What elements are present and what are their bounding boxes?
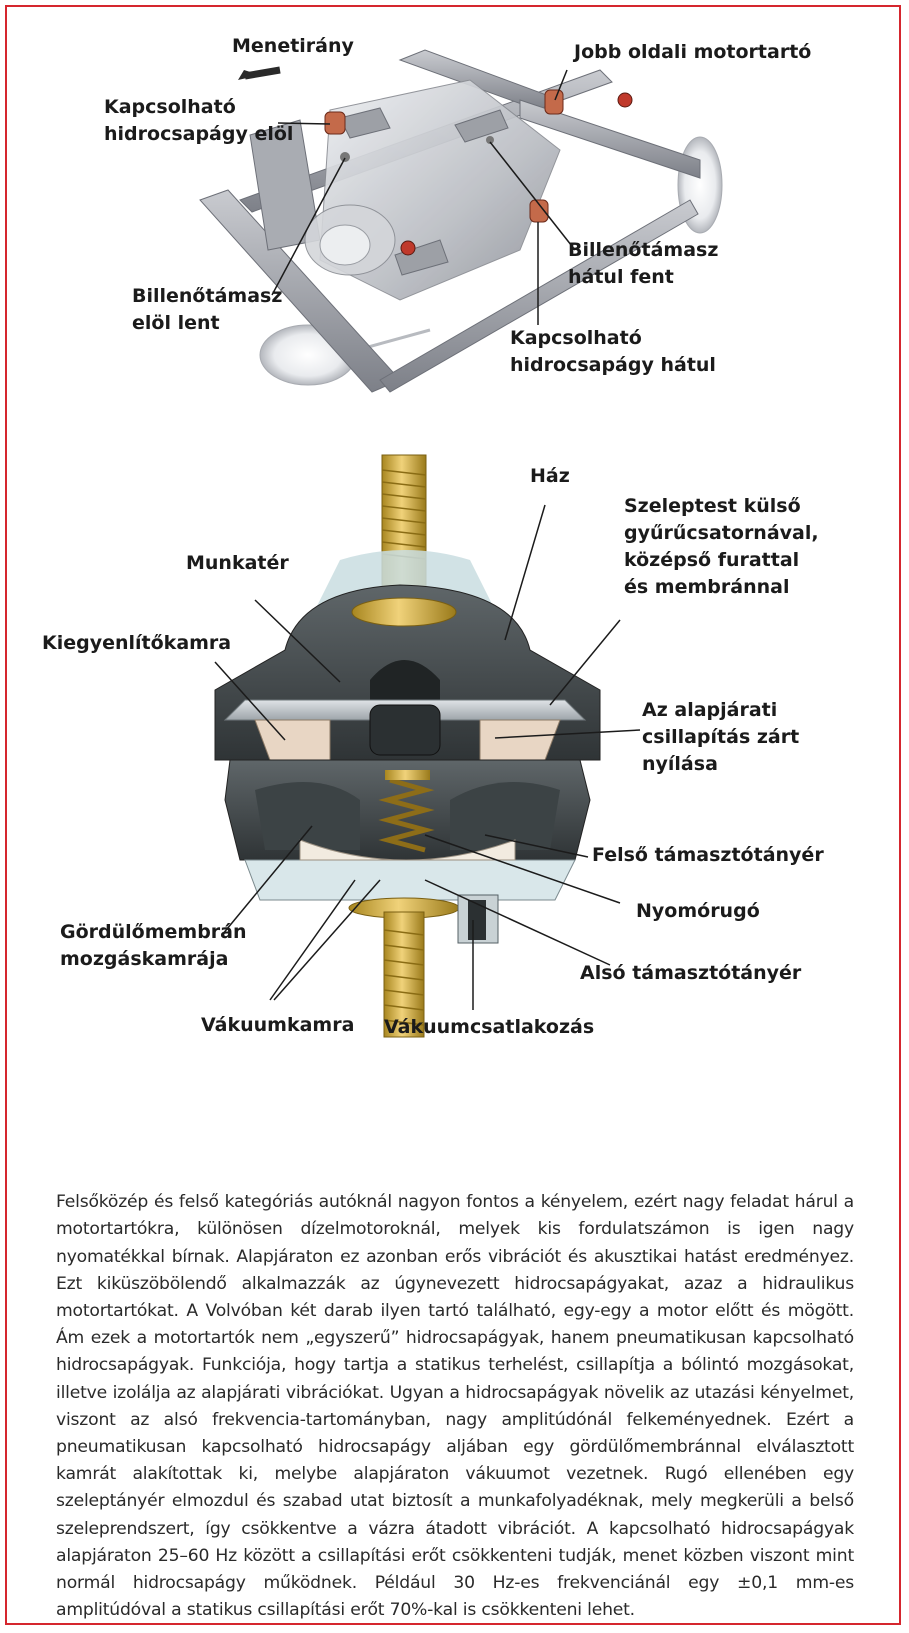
label-rolling-membrane-chamber: Gördülőmembrán mozgáskamrája: [60, 919, 247, 973]
label-idle-damping-opening: Az alapjárati csillapítás zárt nyílása: [642, 697, 799, 778]
label-right-engine-mount: Jobb oldali motortartó: [574, 39, 811, 66]
label-lower-support-plate: Alsó támasztótányér: [580, 960, 801, 987]
label-compensation-chamber: Kiegyenlítőkamra: [42, 630, 231, 657]
vacuum-chamber: [245, 860, 575, 900]
label-rear-top-support: Billenőtámasz hátul fent: [568, 237, 718, 291]
body-paragraph: Felsőközép és felső kategóriás autóknál …: [56, 1189, 854, 1624]
label-vacuum-connection: Vákuumcsatlakozás: [384, 1014, 594, 1041]
label-housing: Ház: [530, 463, 570, 490]
mount-right: [545, 90, 563, 114]
label-compression-spring: Nyomórugó: [636, 898, 760, 925]
label-valve-body: Szeleptest külső gyűrűcsatornával, közép…: [624, 493, 819, 601]
valve-body: [370, 705, 440, 755]
label-vacuum-chamber: Vákuumkamra: [201, 1012, 354, 1039]
label-front-bottom-support: Billenőtámasz elöl lent: [132, 283, 282, 337]
label-front-switchable-mount: Kapcsolható hidrocsapágy elöl: [104, 94, 293, 148]
label-upper-support-plate: Felső támasztótányér: [592, 842, 824, 869]
label-working-chamber: Munkatér: [186, 550, 289, 577]
label-direction: Menetirány: [232, 33, 354, 60]
label-rear-switchable-mount: Kapcsolható hidrocsapágy hátul: [510, 325, 716, 379]
mount-front-switchable: [325, 112, 345, 134]
